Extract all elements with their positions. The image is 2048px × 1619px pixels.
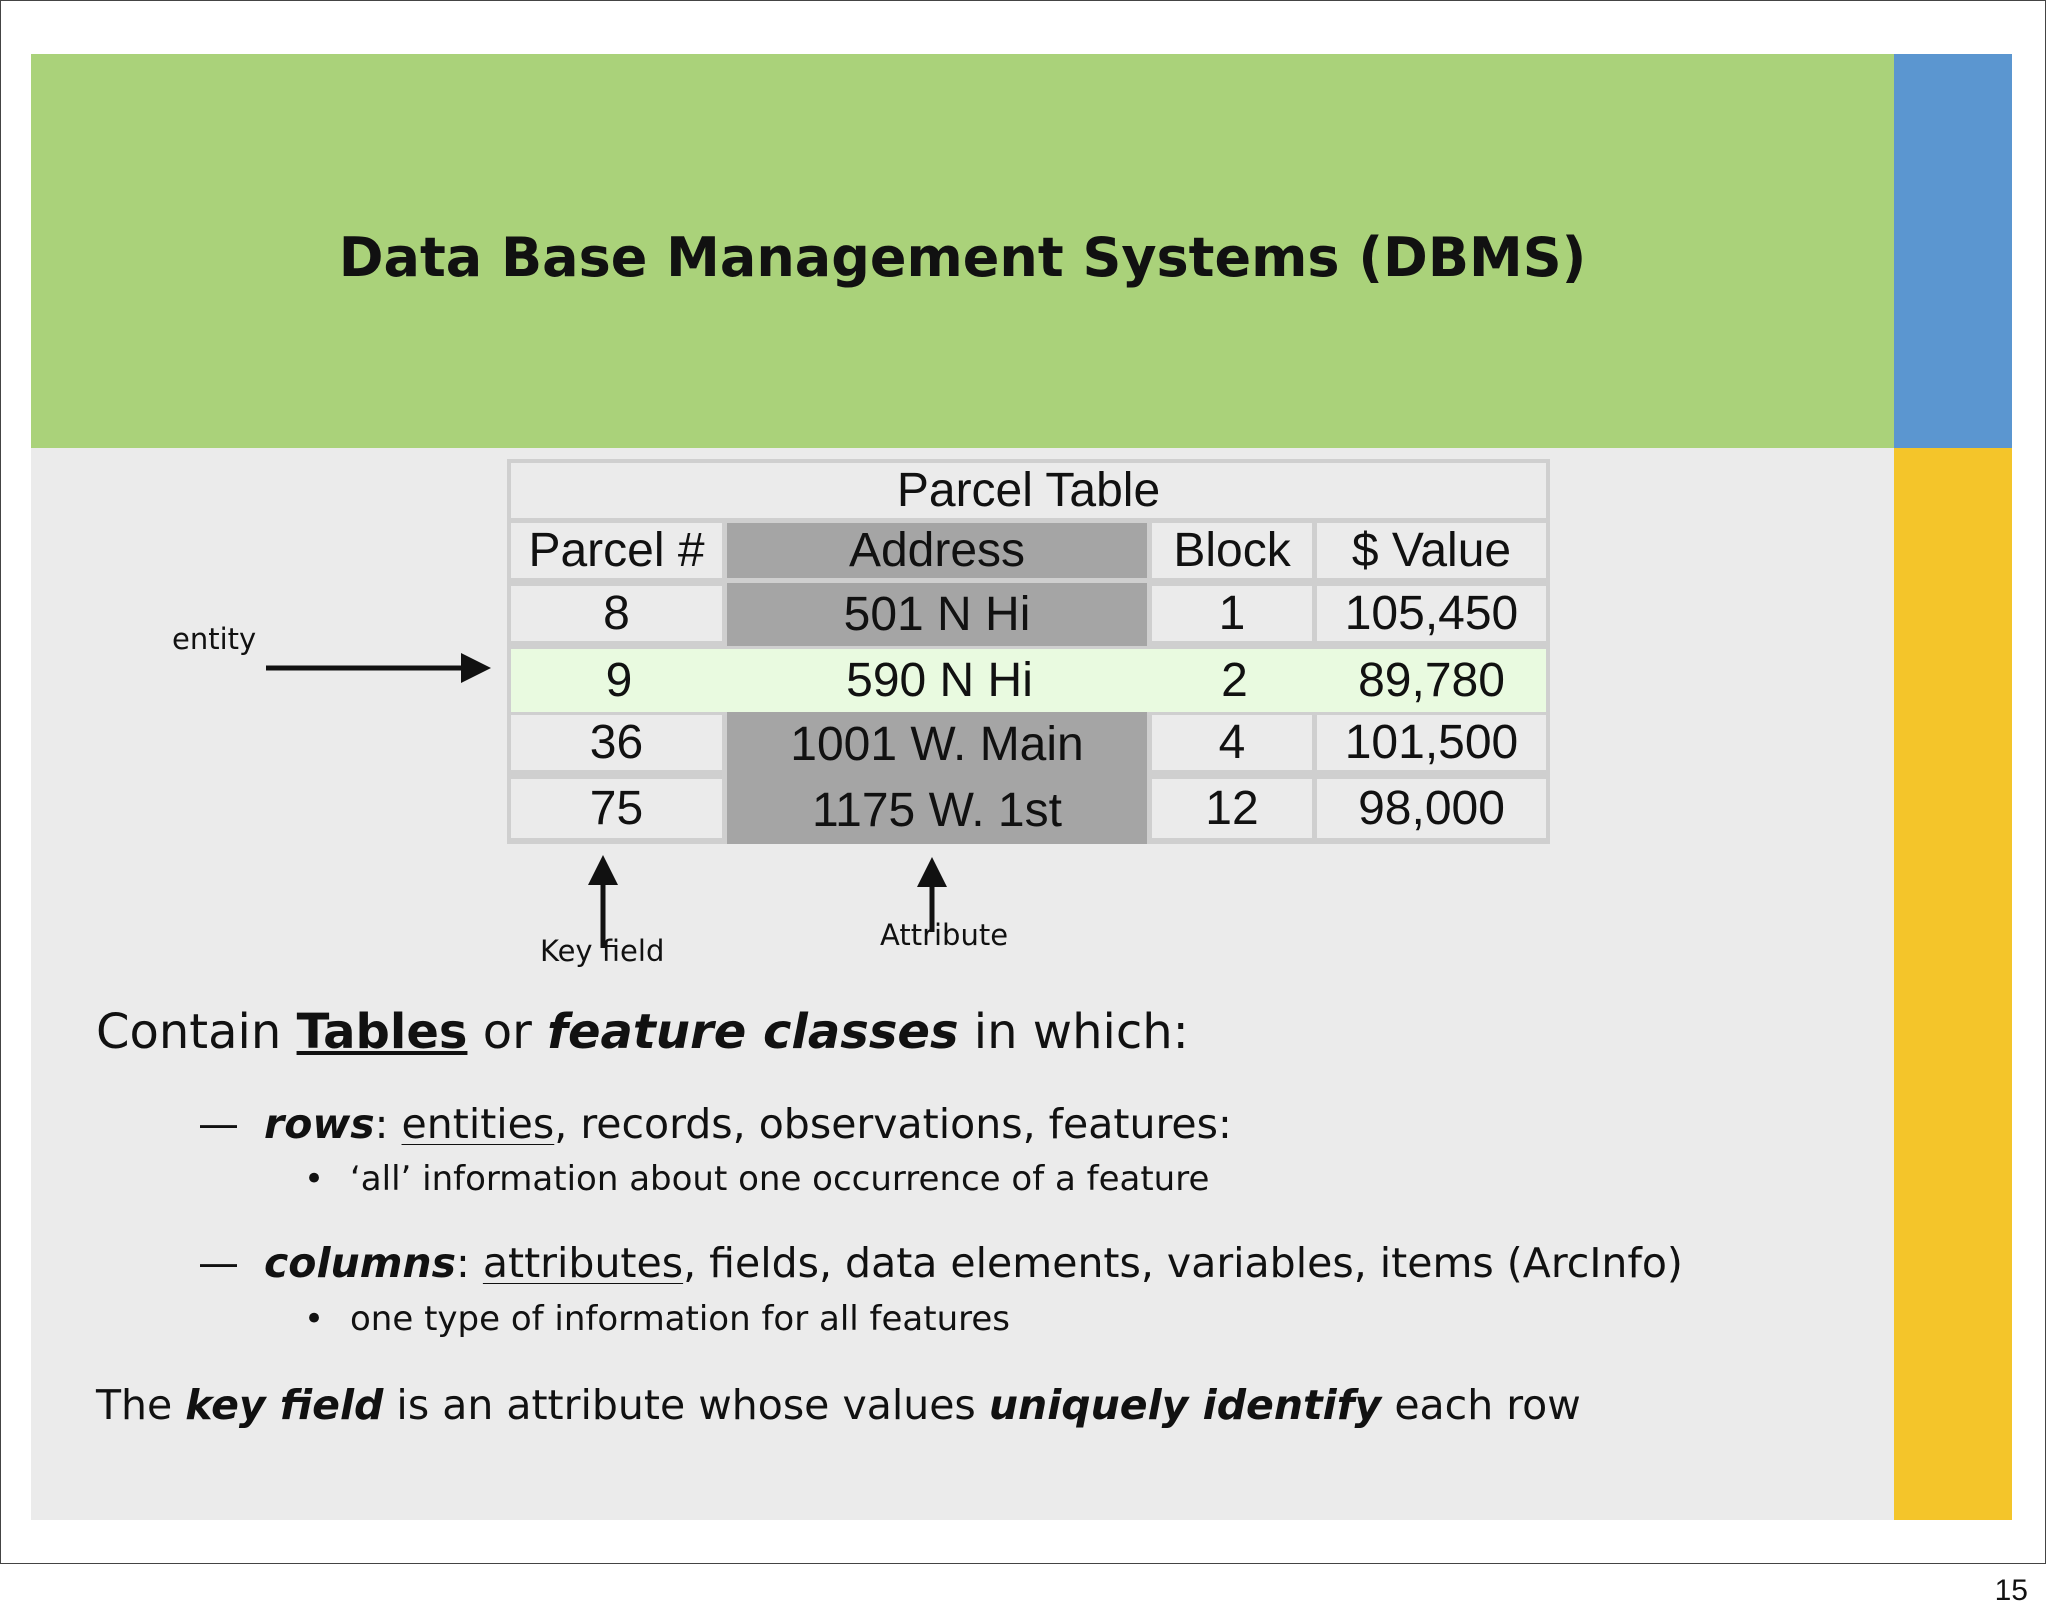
dash: — [198,1100,239,1148]
text: in which: [958,1004,1189,1060]
text: ‘all’ information about one occurrence o… [350,1159,1210,1199]
header-band [31,54,1894,448]
table-cell: 36 [511,715,722,770]
text: Contain [96,1004,297,1060]
columns-subitem: • one type of information for all feature… [304,1299,1010,1339]
entity-label: entity [172,622,257,656]
table-cell: 1175 W. 1st [727,776,1147,844]
attributes-term: attributes [482,1239,684,1287]
side-bar-yellow [1894,448,2012,1520]
table-cell: 590 N Hi [727,649,1152,712]
text: one type of information for all features [350,1299,1011,1339]
header-cell-parcel: Parcel # [511,523,722,578]
key-field-label: Key field [540,934,665,968]
table-title: Parcel Table [511,463,1546,518]
table-cell: 4 [1152,715,1312,770]
slide: Data Base Management Systems (DBMS) [31,54,2012,1520]
header-cell-block: Block [1152,523,1312,578]
key-field-line: The key field is an attribute whose valu… [96,1381,1581,1429]
table-cell: 75 [511,779,722,838]
table-cell: 9 [511,649,727,712]
text: The [96,1381,186,1429]
tables-term: Tables [296,1004,468,1060]
table-cell: 98,000 [1317,779,1546,838]
header-cell-value: $ Value [1317,523,1546,578]
bullet: • [304,1299,325,1339]
entities-term: entities [401,1100,555,1148]
rows-term: rows [264,1100,375,1148]
table-cell: 105,450 [1317,586,1546,641]
feature-classes-term: feature classes [547,1004,959,1060]
table-cell: 101,500 [1317,715,1546,770]
table-cell: 8 [511,586,722,641]
columns-item: — columns: attributes, fields, data eleme… [198,1239,1683,1287]
side-bar-blue [1894,54,2012,448]
table-cell: 1001 W. Main [727,712,1147,776]
table-cell: 501 N Hi [727,583,1147,646]
dash: — [198,1239,239,1287]
text: is an attribute whose values [383,1381,989,1429]
key-field-term: key field [185,1381,384,1429]
table-cell: 12 [1152,779,1312,838]
text: : [374,1100,402,1148]
uniquely-identify-term: uniquely identify [988,1381,1382,1429]
columns-term: columns [264,1239,457,1287]
table-cell: 89,780 [1317,649,1546,712]
contain-line: Contain Tables or feature classes in whi… [96,1004,1189,1060]
rows-subitem: • ‘all’ information about one occurrence … [304,1159,1209,1199]
slide-title: Data Base Management Systems (DBMS) [338,226,1587,289]
rows-item: — rows: entities, records, observations, … [198,1100,1232,1148]
page-number: 15 [1994,1574,2028,1607]
text: each row [1381,1381,1581,1429]
text: , records, observations, features: [554,1100,1232,1148]
attribute-label: Attribute [880,918,1009,952]
table-cell: 1 [1152,586,1312,641]
parcel-table: Parcel Table Parcel # Address Block $ Va… [507,459,1550,844]
text: : [456,1239,483,1287]
text: , fields, data elements, variables, item… [683,1239,1683,1287]
table-cell: 2 [1152,649,1317,712]
text: or [467,1004,548,1060]
header-cell-address: Address [727,523,1147,578]
bullet: • [304,1159,325,1199]
